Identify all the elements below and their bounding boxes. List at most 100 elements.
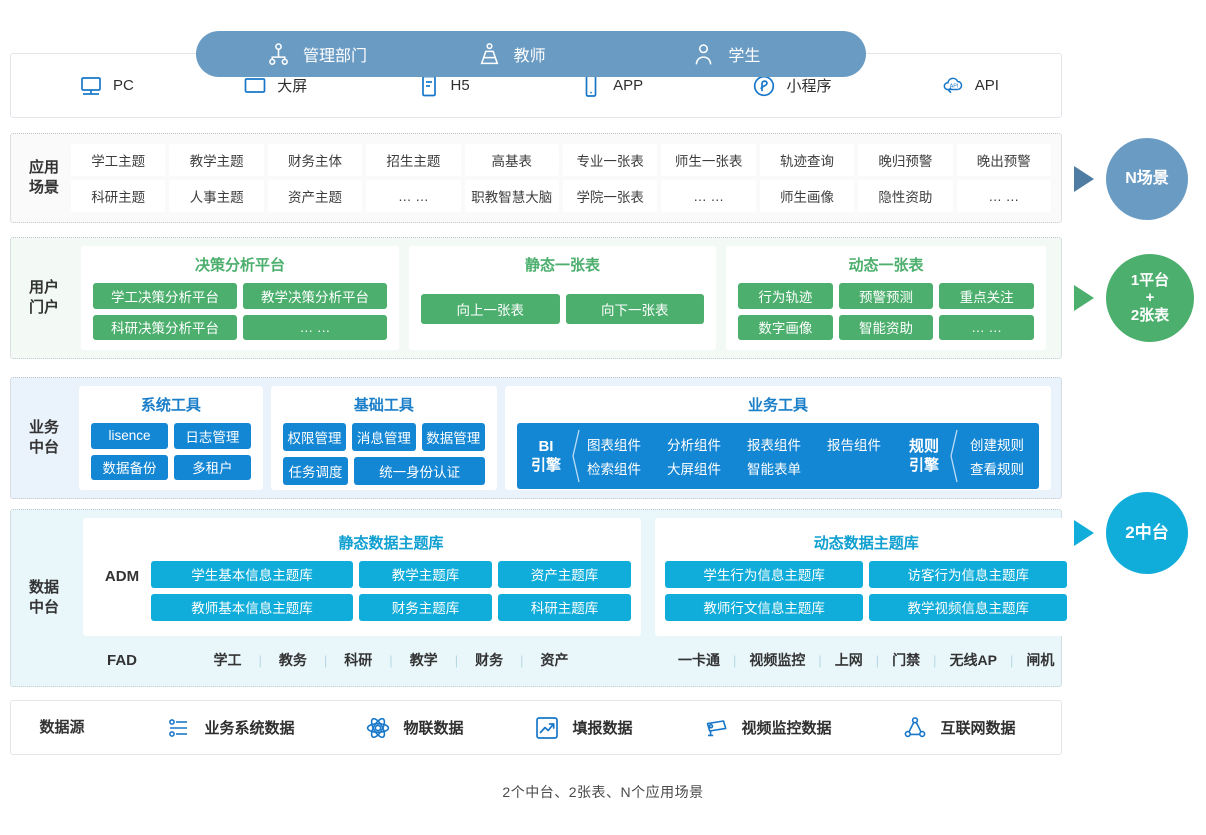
fad-item[interactable]: 学工	[213, 652, 242, 668]
static-db-chip[interactable]: 学生基本信息主题库	[151, 560, 354, 588]
scene-cell[interactable]: 隐性资助	[858, 180, 953, 212]
bi-item[interactable]: 检索组件	[586, 462, 641, 477]
adm-split: ADM 静态数据主题库 学生基本信息主题库 教学主题库 资产主题库 教师基本信息…	[83, 518, 1078, 636]
scene-cell[interactable]: 学工主题	[71, 144, 166, 176]
fad-item[interactable]: 一卡通	[678, 652, 720, 668]
channel-item-h5[interactable]: H5	[417, 74, 470, 98]
scene-cell[interactable]: 科研主题	[71, 180, 166, 212]
source-item-iot[interactable]: 物联数据	[365, 715, 464, 741]
portal-chip[interactable]: 教学决策分析平台	[243, 283, 387, 309]
portal-chip[interactable]: 重点关注	[939, 283, 1034, 309]
channel-item-bigscreen[interactable]: 大屏	[243, 74, 307, 98]
source-item-cctv[interactable]: 视频监控数据	[703, 715, 832, 741]
bi-item[interactable]: 智能表单	[746, 462, 801, 477]
role-tab-student[interactable]: 学生	[651, 42, 866, 67]
portal-chip[interactable]: 学工决策分析平台	[93, 283, 237, 309]
portal-chip[interactable]: 向下一张表	[565, 293, 704, 324]
system-tool-chip[interactable]: 数据备份	[91, 454, 168, 480]
portal-chip[interactable]: 数字画像	[738, 314, 833, 340]
channel-item-app[interactable]: APP	[579, 74, 643, 98]
portal-chip[interactable]: 智能资助	[838, 314, 934, 340]
basic-tool-chip[interactable]: 数据管理	[421, 423, 485, 451]
scene-cell[interactable]: 职教智慧大脑	[464, 180, 559, 212]
rule-engine-line2: 引擎	[908, 457, 939, 474]
static-db-chip[interactable]: 财务主题库	[359, 593, 493, 621]
static-db-chip[interactable]: 教学主题库	[359, 560, 493, 588]
basic-tool-chip[interactable]: 权限管理	[282, 423, 347, 451]
system-tool-chip[interactable]: 日志管理	[173, 423, 251, 449]
scene-cell[interactable]: 师生一张表	[661, 144, 756, 176]
dynamic-db-chip[interactable]: 访客行为信息主题库	[869, 560, 1068, 588]
fad-item[interactable]: 教务	[278, 652, 307, 668]
scene-cell[interactable]: … …	[661, 180, 756, 212]
system-tool-chip[interactable]: lisence	[91, 423, 168, 449]
scene-cell[interactable]: 师生画像	[759, 180, 855, 212]
scene-cell[interactable]: 轨迹查询	[759, 144, 855, 176]
fad-split: FAD 学工 | 教务 | 科研 | 教学 | 财务 | 资产 一卡通	[83, 642, 1077, 678]
scene-cell[interactable]: 学院一张表	[563, 180, 658, 212]
static-db-chip[interactable]: 教师基本信息主题库	[151, 593, 354, 621]
scene-cell[interactable]: 晚出预警	[956, 144, 1051, 176]
rule-item[interactable]: 创建规则	[970, 438, 1024, 453]
basic-tool-chip[interactable]: 消息管理	[352, 423, 416, 451]
portal-chip[interactable]: 预警预测	[838, 283, 934, 309]
scene-grid: 学工主题 教学主题 财务主体 招生主题 高基表 专业一张表 师生一张表 轨迹查询…	[71, 144, 1055, 212]
fad-item[interactable]: 门禁	[892, 652, 921, 668]
application-scenario-section: 应用 场景 学工主题 教学主题 财务主体 招生主题 高基表 专业一张表 师生一张…	[10, 133, 1062, 223]
portal-chip[interactable]: 向上一张表	[421, 293, 560, 324]
portal-chip[interactable]: 科研决策分析平台	[93, 314, 237, 340]
dynamic-db-chip[interactable]: 教学视频信息主题库	[869, 593, 1068, 621]
scene-cell[interactable]: 招生主题	[366, 144, 461, 176]
badge-line: N场景	[1125, 169, 1169, 187]
large-screen-icon	[243, 74, 267, 98]
bi-item[interactable]: 图表组件	[586, 438, 641, 453]
portal-chip[interactable]: 行为轨迹	[738, 283, 833, 309]
scene-cell[interactable]: 晚归预警	[858, 144, 953, 176]
footer-caption: 2个中台、2张表、N个应用场景	[502, 784, 704, 800]
basic-tool-chip[interactable]: 任务调度	[282, 457, 349, 485]
dynamic-db-chip[interactable]: 教师行文信息主题库	[665, 593, 864, 621]
role-tab-teacher[interactable]: 教师	[441, 42, 652, 67]
portal-card-dynamic-table: 动态一张表 行为轨迹 预警预测 重点关注 数字画像 智能资助 … …	[726, 246, 1046, 350]
scene-cell[interactable]: 资产主题	[267, 180, 363, 212]
scene-cell[interactable]: 教学主题	[169, 144, 264, 176]
channel-item-pc[interactable]: PC	[79, 74, 134, 98]
fad-item[interactable]: 无线AP	[949, 652, 998, 668]
source-item-business-system[interactable]: 业务系统数据	[166, 715, 295, 741]
fad-item[interactable]: 闸机	[1026, 652, 1055, 668]
channel-item-api[interactable]: API API	[941, 74, 999, 98]
source-item-reported[interactable]: 填报数据	[534, 715, 633, 741]
fad-item[interactable]: 资产	[540, 652, 569, 668]
fad-item[interactable]: 视频监控	[749, 652, 806, 668]
rule-engine-label: 规则 引擎	[899, 429, 949, 483]
bi-item[interactable]: 大屏组件	[666, 462, 721, 477]
static-db-chip[interactable]: 科研主题库	[498, 593, 631, 621]
bi-item[interactable]: 报表组件	[746, 438, 801, 453]
arrow-triangle-icon	[1074, 166, 1094, 192]
scene-cell[interactable]: 专业一张表	[563, 144, 658, 176]
fad-item[interactable]: 科研	[344, 652, 373, 668]
scene-cell[interactable]: … …	[956, 180, 1051, 212]
portal-chip[interactable]: … …	[939, 314, 1034, 340]
scene-cell[interactable]: 财务主体	[267, 144, 363, 176]
fad-item[interactable]: 教学	[409, 652, 438, 668]
channel-item-miniprogram[interactable]: 小程序	[752, 74, 831, 98]
scene-cell[interactable]: 人事主题	[169, 180, 264, 212]
source-label: 填报数据	[572, 720, 633, 737]
scene-cell[interactable]: 高基表	[464, 144, 559, 176]
source-item-internet[interactable]: 互联网数据	[902, 715, 1016, 741]
fad-item[interactable]: 财务	[475, 652, 504, 668]
role-tab-admin[interactable]: 管理部门	[196, 42, 441, 67]
dynamic-db-chip[interactable]: 学生行为信息主题库	[665, 560, 864, 588]
system-tool-chip[interactable]: 多租户	[173, 454, 251, 480]
portal-chip[interactable]: … …	[243, 314, 387, 340]
bi-item[interactable]: 报告组件	[826, 438, 881, 453]
bi-item[interactable]: 分析组件	[666, 438, 721, 453]
org-chart-icon	[266, 42, 291, 67]
basic-tool-chip[interactable]: 统一身份认证	[354, 457, 485, 485]
scene-cell[interactable]: … …	[366, 180, 461, 212]
channel-label: 大屏	[277, 78, 308, 95]
static-db-chip[interactable]: 资产主题库	[498, 560, 631, 588]
rule-item[interactable]: 查看规则	[970, 462, 1024, 477]
fad-item[interactable]: 上网	[834, 652, 863, 668]
